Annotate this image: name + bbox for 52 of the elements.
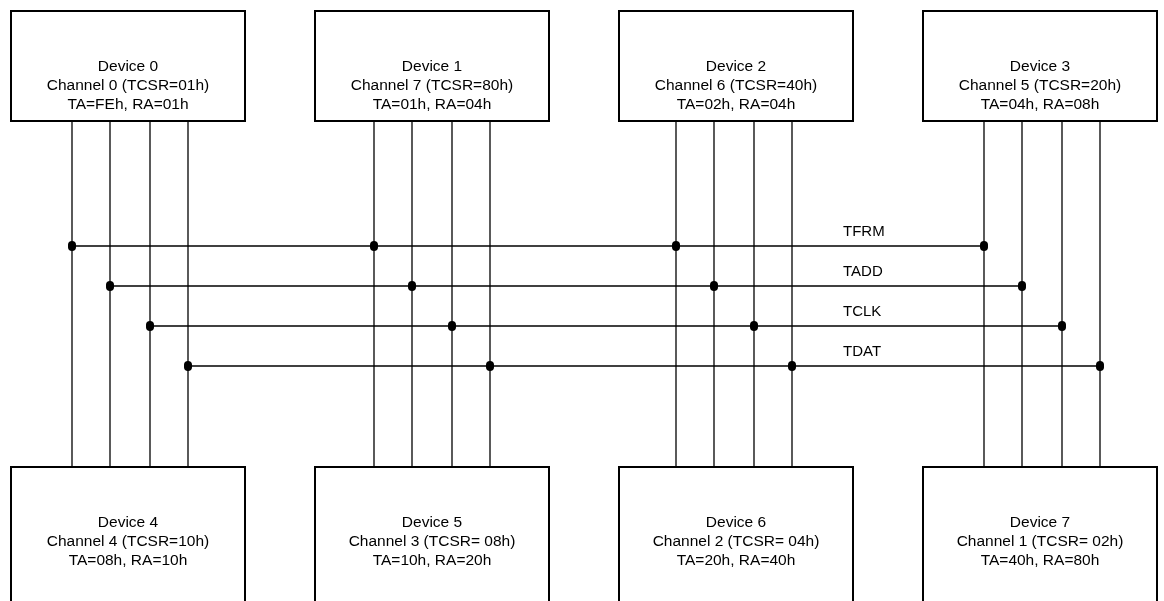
connector-line — [1018, 283, 1026, 467]
device-detail: TA=08h, RA=10h — [68, 550, 188, 569]
device-detail: TA=20h, RA=40h — [676, 550, 796, 569]
device-name: Device 0 — [97, 56, 159, 75]
connector-line — [370, 243, 378, 467]
connector-line — [408, 283, 416, 467]
device-detail: Channel 4 (TCSR=10h) — [46, 531, 210, 550]
device-detail: Channel 1 (TCSR= 02h) — [956, 531, 1124, 550]
connector-line — [672, 243, 680, 467]
device-name: Device 1 — [401, 56, 463, 75]
device-box — [10, 466, 246, 601]
device-detail: TA=40h, RA=80h — [980, 550, 1100, 569]
signal-label: TCLK — [843, 303, 882, 318]
device-name: Device 2 — [705, 56, 767, 75]
device-detail: TA=04h, RA=08h — [980, 94, 1100, 113]
device-detail: TA=10h, RA=20h — [372, 550, 492, 569]
connector-line — [448, 323, 456, 467]
device-detail: Channel 5 (TCSR=20h) — [958, 75, 1122, 94]
device-name: Device 3 — [1009, 56, 1071, 75]
signal-label: TDAT — [843, 343, 882, 358]
device-detail: TA=02h, RA=04h — [676, 94, 796, 113]
connector-line — [750, 323, 758, 467]
device-detail: Channel 0 (TCSR=01h) — [46, 75, 210, 94]
connector-line — [68, 243, 76, 467]
device-detail: Channel 6 (TCSR=40h) — [654, 75, 818, 94]
connector-line — [788, 363, 796, 467]
device-box — [922, 466, 1158, 601]
signal-label: TADD — [843, 263, 883, 278]
device-box — [314, 466, 550, 601]
connector-line — [1096, 363, 1104, 467]
connector-line — [1058, 323, 1066, 467]
connector-line — [980, 243, 988, 467]
signal-label: TFRM — [843, 223, 885, 238]
device-detail: Channel 7 (TCSR=80h) — [350, 75, 514, 94]
device-detail: Channel 3 (TCSR= 08h) — [348, 531, 516, 550]
device-box — [922, 10, 1158, 122]
device-name: Device 4 — [97, 512, 159, 531]
device-box — [618, 466, 854, 601]
connector-line — [486, 363, 494, 467]
device-detail: TA=01h, RA=04h — [372, 94, 492, 113]
connector-line — [710, 283, 718, 467]
connector-line — [106, 283, 114, 467]
device-name: Device 5 — [401, 512, 463, 531]
device-detail: Channel 2 (TCSR= 04h) — [652, 531, 820, 550]
device-name: Device 7 — [1009, 512, 1071, 531]
device-box — [10, 10, 246, 122]
device-name: Device 6 — [705, 512, 767, 531]
device-box — [618, 10, 854, 122]
connector-line — [146, 323, 154, 467]
connector-line — [184, 363, 192, 467]
device-box — [314, 10, 550, 122]
device-detail: TA=FEh, RA=01h — [67, 94, 189, 113]
